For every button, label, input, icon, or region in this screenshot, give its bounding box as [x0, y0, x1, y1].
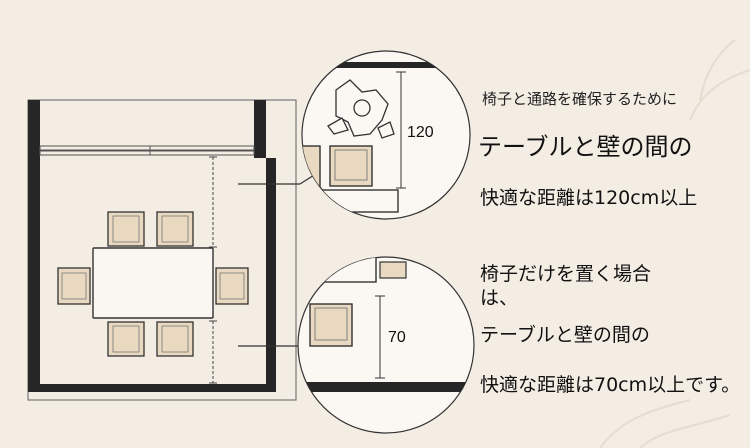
text-line-4: 椅子だけを置く場合 は、	[480, 262, 651, 310]
dimension-line-bottom	[209, 320, 217, 384]
dimension-label-70: 70	[388, 329, 406, 346]
wall-right	[254, 100, 266, 158]
zoom-chair-bottom	[309, 261, 407, 347]
person-icon	[327, 79, 395, 139]
callout-pointer-top	[238, 169, 323, 185]
text-line-3: 快適な距離は120cm以上	[480, 187, 698, 209]
chair-top-right	[156, 211, 194, 247]
wall-right-lower	[266, 158, 276, 392]
window	[39, 145, 255, 156]
chair-bottom-left	[107, 321, 145, 357]
dimension-label-120: 120	[407, 124, 434, 141]
chair-left	[57, 267, 91, 305]
zoom-chair-top	[302, 145, 373, 187]
dimension-line-top	[209, 156, 217, 248]
text-line-4b: は、	[480, 287, 519, 309]
decorative-branch-bottom	[599, 399, 731, 448]
text-line-6: 快適な距離は70cm以上です。	[480, 374, 741, 396]
dining-table	[92, 247, 214, 319]
text-line-4a: 椅子だけを置く場合	[480, 263, 652, 285]
decorative-branch-top	[689, 39, 750, 121]
wall-bottom	[28, 384, 276, 392]
text-line-5: テーブルと壁の間の	[480, 324, 650, 346]
chair-right	[215, 267, 249, 305]
wall-left	[28, 100, 40, 392]
text-line-2: テーブルと壁の間の	[478, 133, 693, 161]
chair-top-left	[107, 211, 145, 247]
text-line-1: 椅子と通路を確保するために	[482, 90, 678, 108]
chair-bottom-right	[156, 321, 194, 357]
